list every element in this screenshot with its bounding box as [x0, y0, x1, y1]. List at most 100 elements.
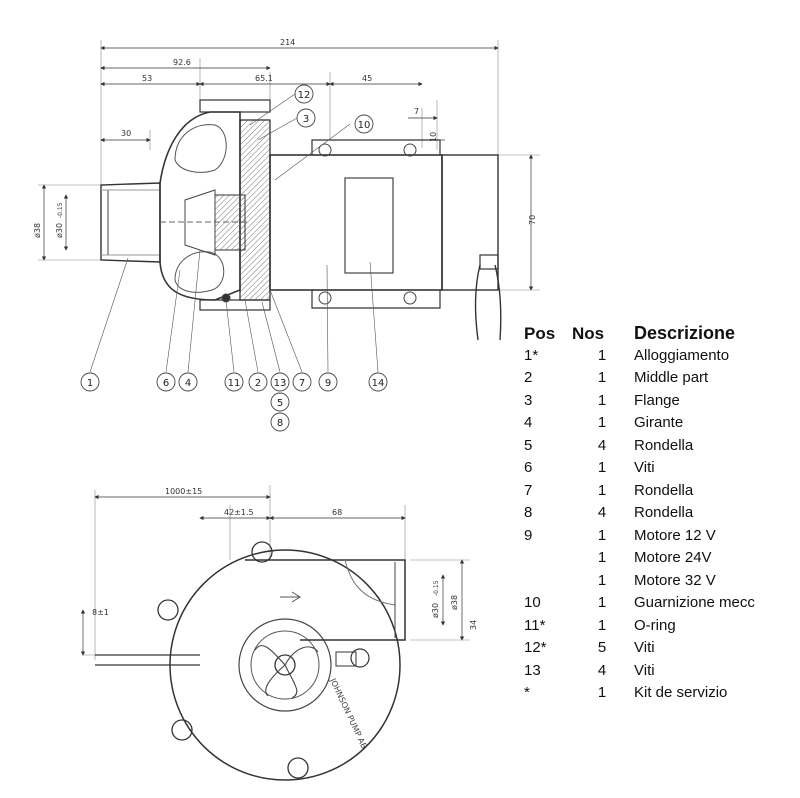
- dim-inner-tol: -0.15: [57, 202, 64, 218]
- dim-outlet-length: 68: [332, 508, 342, 517]
- row-desc: Viti: [634, 661, 655, 679]
- callout-1: 1: [87, 378, 93, 389]
- dim-outer-dia: ø38: [33, 223, 42, 238]
- callout-3: 3: [303, 114, 309, 125]
- callout-10: 10: [358, 120, 371, 131]
- dim-hole-spacing: 7: [414, 107, 419, 116]
- row-desc: Flange: [634, 391, 680, 409]
- row-desc: Viti: [634, 459, 655, 477]
- dim-motor-len: 45: [362, 74, 372, 83]
- dim-inner-dia: ø30: [55, 223, 64, 238]
- row-pos: 13: [524, 661, 541, 679]
- table-row: 6 1 Viti: [524, 457, 796, 480]
- row-pos: 2: [524, 369, 533, 387]
- table-row: 8 4 Rondella: [524, 502, 796, 525]
- row-desc: Guarnizione mecc: [634, 594, 755, 612]
- row-desc: Alloggiamento: [634, 346, 730, 364]
- callout-7: 7: [299, 378, 305, 389]
- callout-5: 5: [277, 398, 283, 409]
- row-desc: Girante: [634, 414, 684, 432]
- row-desc: O-ring: [634, 616, 676, 634]
- row-nos: 1: [597, 684, 607, 702]
- row-nos: 1: [597, 616, 607, 634]
- row-desc: Motore 12 V: [634, 526, 716, 544]
- row-nos: 1: [597, 526, 607, 544]
- row-pos: 6: [524, 459, 533, 477]
- callout-6: 6: [163, 378, 169, 389]
- dim-cable-length: 1000±15: [165, 487, 202, 496]
- dim-cable-gap: 8±1: [92, 608, 109, 617]
- parts-list-header: Pos Nos Descrizione: [524, 318, 796, 344]
- callout-14: 14: [372, 378, 385, 389]
- row-nos: 1: [597, 459, 607, 477]
- callout-12: 12: [298, 90, 311, 101]
- row-pos: 12*: [524, 639, 547, 657]
- pump-section-view: [38, 40, 540, 373]
- dim-bottom-height: 34: [469, 620, 478, 630]
- row-nos: 4: [597, 436, 607, 454]
- callout-11: 11: [228, 378, 241, 389]
- row-nos: 1: [597, 571, 607, 589]
- row-pos: 10: [524, 594, 541, 612]
- table-row: * 1 Kit de servizio: [524, 682, 796, 705]
- dim-inlet-len: 53: [142, 74, 152, 83]
- table-row: 1 Motore 32 V: [524, 569, 796, 592]
- row-nos: 4: [597, 661, 607, 679]
- row-pos: 9: [524, 526, 533, 544]
- table-row: 13 4 Viti: [524, 659, 796, 682]
- row-nos: 1: [597, 369, 607, 387]
- table-row: 2 1 Middle part: [524, 367, 796, 390]
- row-pos: 11*: [524, 616, 546, 634]
- callout-2: 2: [255, 378, 261, 389]
- row-pos: 4: [524, 414, 533, 432]
- row-pos: *: [524, 684, 530, 702]
- row-pos: 5: [524, 436, 533, 454]
- row-nos: 4: [597, 504, 607, 522]
- dim-hole-offset: 10: [429, 132, 438, 142]
- dim-body-len: 65.1: [255, 74, 273, 83]
- dim-offset: 42±1.5: [224, 508, 254, 517]
- callout-8: 8: [277, 418, 283, 429]
- dim-flange-pos: 92.6: [173, 58, 191, 67]
- row-nos: 1: [597, 346, 607, 364]
- table-row: 5 4 Rondella: [524, 434, 796, 457]
- callout-balloons: [80, 84, 388, 432]
- row-desc: Motore 24V: [634, 549, 712, 567]
- table-row: 9 1 Motore 12 V: [524, 524, 796, 547]
- table-row: 10 1 Guarnizione mecc: [524, 592, 796, 615]
- table-row: 1* 1 Alloggiamento: [524, 344, 796, 367]
- row-desc: Rondella: [634, 504, 694, 522]
- table-row: 1 Motore 24V: [524, 547, 796, 570]
- dim-motor-height: 70: [528, 215, 537, 225]
- header-nos: Nos: [572, 324, 605, 343]
- row-pos: 1*: [524, 346, 539, 364]
- dim-bottom-outer-dia: ø38: [450, 595, 459, 610]
- row-desc: Rondella: [634, 481, 694, 499]
- row-desc: Viti: [634, 639, 655, 657]
- row-desc: Kit de servizio: [634, 684, 728, 702]
- table-row: 11* 1 O-ring: [524, 614, 796, 637]
- table-row: 4 1 Girante: [524, 412, 796, 435]
- engraving-text: JOHNSON PUMP AB: [328, 676, 369, 750]
- row-nos: 1: [597, 594, 607, 612]
- callout-4: 4: [185, 378, 191, 389]
- row-pos: 8: [524, 504, 533, 522]
- row-nos: 5: [597, 639, 607, 657]
- dim-bottom-inner-dia: ø30: [431, 603, 440, 618]
- row-desc: Motore 32 V: [634, 571, 716, 589]
- row-desc: Middle part: [634, 369, 709, 387]
- row-nos: 1: [597, 549, 607, 567]
- row-desc: Rondella: [634, 436, 694, 454]
- dim-overall: 214: [280, 38, 295, 47]
- row-nos: 1: [597, 481, 607, 499]
- dim-inlet-stub: 30: [121, 129, 131, 138]
- header-pos: Pos: [524, 324, 556, 343]
- row-nos: 1: [597, 391, 607, 409]
- row-nos: 1: [597, 414, 607, 432]
- dim-bottom-inner-tol: -0.15: [433, 580, 440, 596]
